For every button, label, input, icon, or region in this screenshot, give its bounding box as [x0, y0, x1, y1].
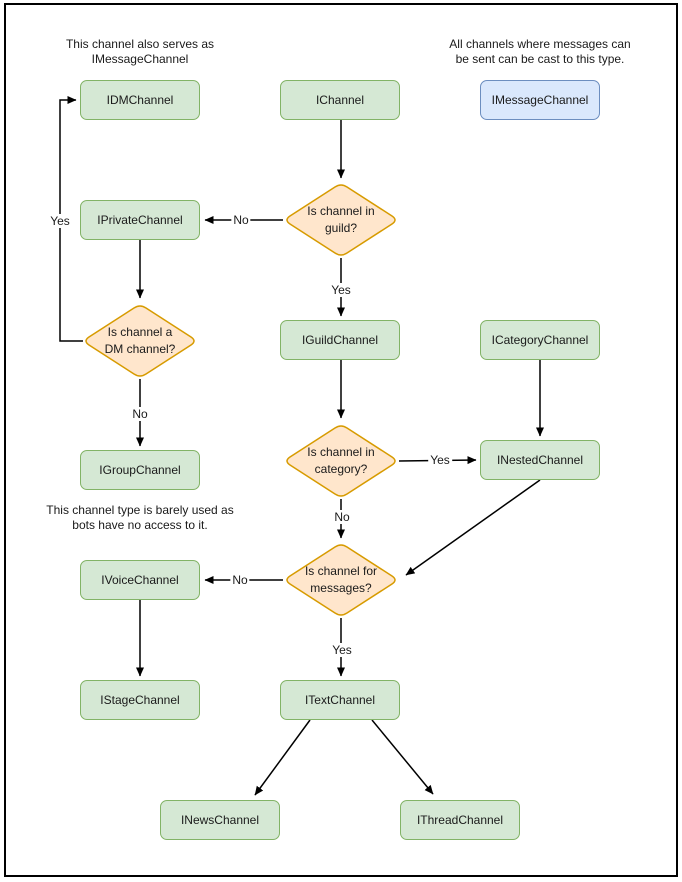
- edge-label-yes-messages-to-text: Yes: [330, 643, 354, 657]
- edge-label-no-messages-to-voice: No: [230, 573, 250, 587]
- decision-is-channel-in-guild-label: Is channel in guild?: [307, 204, 375, 235]
- edge-itext-to-ithread: [371, 719, 434, 795]
- edge-label-no-guild-to-private: No: [231, 213, 251, 227]
- diamond-shape: [286, 544, 396, 616]
- node-inestedchannel: INestedChannel: [480, 440, 600, 480]
- node-icategorychannel: ICategoryChannel: [480, 320, 600, 360]
- edge-label-no-category-to-messages: No: [332, 510, 352, 524]
- note-igroupchannel: This channel type is barely used as bots…: [46, 503, 234, 532]
- node-istagechannel: IStageChannel: [80, 680, 200, 720]
- diamond-shape: [286, 184, 396, 256]
- decision-is-channel-for-messages: Is channel for messages?: [283, 542, 399, 618]
- node-imessagechannel: IMessageChannel: [480, 80, 600, 120]
- decision-is-channel-a-dm-label: Is channel a DM channel?: [104, 325, 176, 356]
- node-ichannel: IChannel: [280, 80, 400, 120]
- decision-is-channel-in-category-label: Is channel in category?: [307, 445, 375, 476]
- node-idmchannel: IDMChannel: [80, 80, 200, 120]
- decision-is-channel-in-guild: Is channel in guild?: [283, 182, 399, 258]
- note-imessagechannel: All channels where messages can be sent …: [449, 37, 631, 66]
- edge-label-yes-guild-to-iguild: Yes: [329, 283, 353, 297]
- decision-is-channel-for-messages-label: Is channel for messages?: [304, 564, 378, 595]
- edge-label-yes-category-to-nested: Yes: [428, 453, 452, 467]
- edge-label-yes-dm-to-idm: Yes: [48, 214, 72, 228]
- node-iguildchannel: IGuildChannel: [280, 320, 400, 360]
- node-ivoicechannel: IVoiceChannel: [80, 560, 200, 600]
- edge-label-no-dm-to-group: No: [130, 407, 150, 421]
- decision-is-channel-in-category: Is channel in category?: [283, 423, 399, 499]
- decision-is-channel-a-dm: Is channel a DM channel?: [82, 303, 198, 379]
- node-iprivatechannel: IPrivateChannel: [80, 200, 200, 240]
- node-itextchannel: ITextChannel: [280, 680, 400, 720]
- node-inewschannel: INewsChannel: [160, 800, 280, 840]
- node-ithreadchannel: IThreadChannel: [400, 800, 520, 840]
- diamond-shape: [286, 425, 396, 497]
- node-igroupchannel: IGroupChannel: [80, 450, 200, 490]
- diamond-shape: [85, 305, 195, 377]
- edge-inested-to-messages-decision: [405, 479, 541, 576]
- edge-itext-to-inews: [254, 719, 311, 796]
- note-idmchannel: This channel also serves as IMessageChan…: [65, 37, 215, 66]
